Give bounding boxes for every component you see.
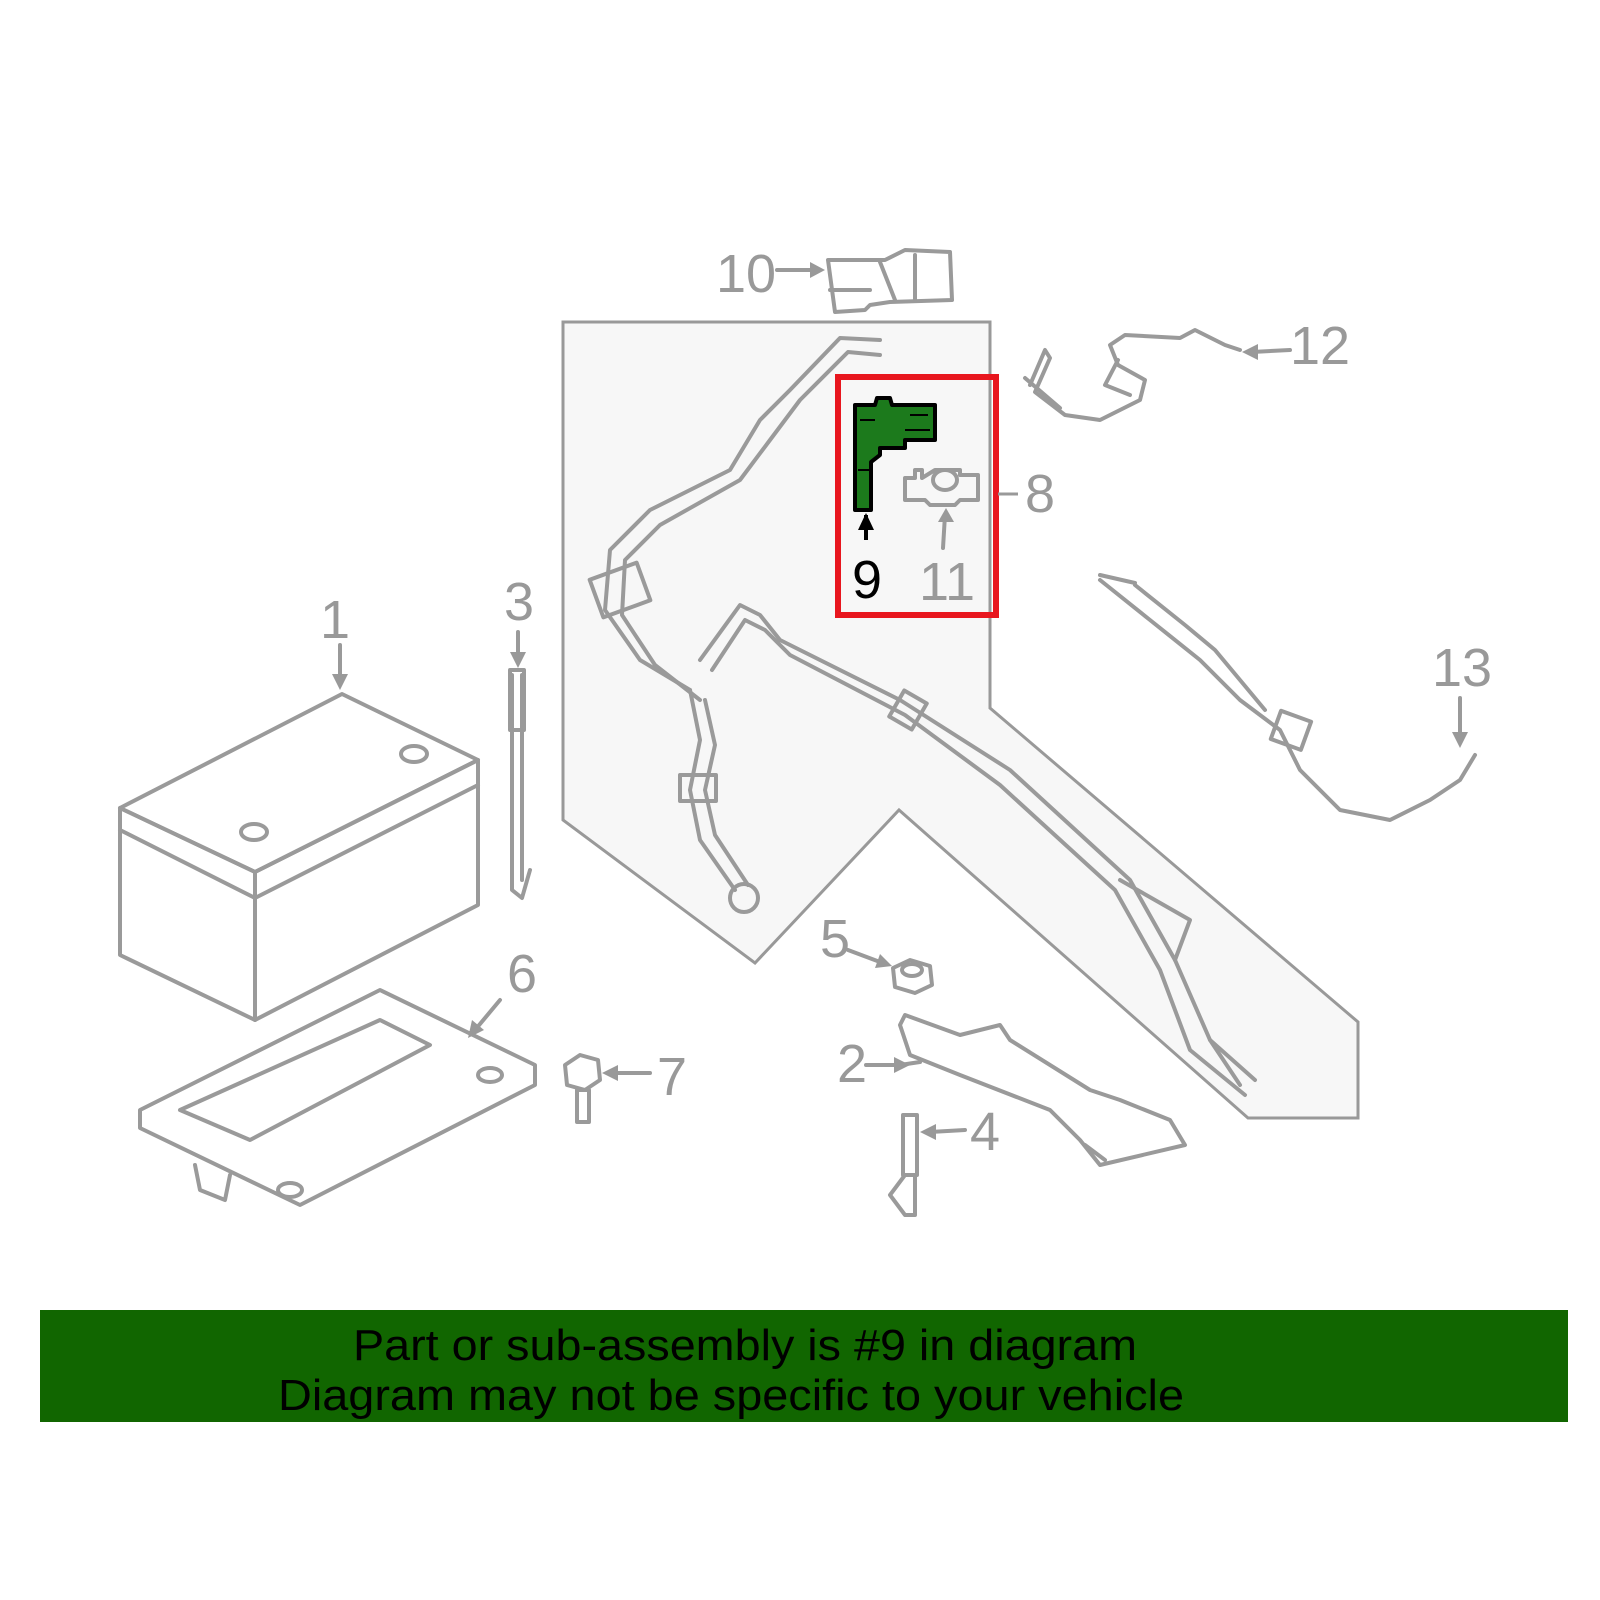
info-banner — [40, 1310, 1568, 1422]
callout-4[interactable]: 4 — [970, 1102, 1000, 1162]
part-13-shape — [1098, 573, 1477, 822]
callout-7[interactable]: 7 — [657, 1047, 687, 1107]
part-11-shape — [903, 468, 980, 550]
callout-1[interactable]: 1 — [320, 590, 350, 650]
part-3-rod — [508, 630, 532, 900]
part-9-shape[interactable] — [853, 396, 937, 540]
part-6-tray — [138, 988, 537, 1207]
callout-6[interactable]: 6 — [507, 944, 537, 1004]
callout-8[interactable]: 8 — [1025, 464, 1055, 524]
battery-cable-harness — [587, 336, 1257, 1097]
banner-line-2: Diagram may not be specific to your vehi… — [278, 1371, 1184, 1420]
part-12-shape — [1023, 328, 1292, 422]
part-1-battery — [118, 643, 480, 1022]
callout-9[interactable]: 9 — [852, 550, 882, 610]
callout-11[interactable]: 11 — [919, 552, 975, 612]
callout-13[interactable]: 13 — [1432, 638, 1492, 698]
callout-10[interactable]: 10 — [716, 244, 776, 304]
banner-line-1: Part or sub-assembly is #9 in diagram — [353, 1321, 1137, 1370]
highlight-box — [835, 374, 999, 618]
part-4-stud — [888, 1113, 967, 1217]
callout-5[interactable]: 5 — [820, 909, 850, 969]
part-7-bolt — [563, 1053, 652, 1124]
callout-12[interactable]: 12 — [1290, 316, 1350, 376]
part-5-nut — [846, 948, 934, 995]
part-10-shape — [775, 248, 954, 314]
part-2-bracket — [864, 1013, 1187, 1167]
subassembly-panel — [561, 320, 1360, 1120]
callout-3[interactable]: 3 — [504, 572, 534, 632]
callout-2[interactable]: 2 — [837, 1034, 867, 1094]
